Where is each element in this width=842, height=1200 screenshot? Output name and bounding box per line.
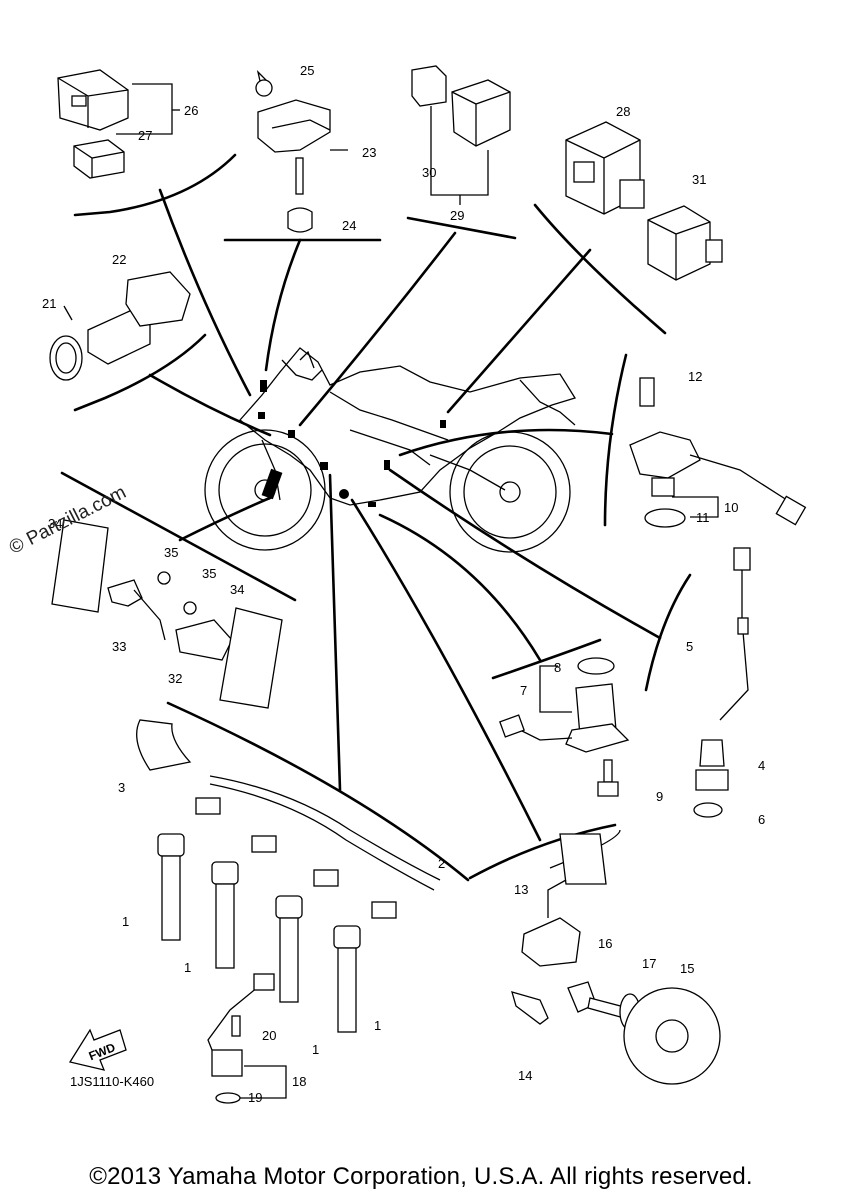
callout[interactable]: 19 (248, 1090, 262, 1105)
part-34-reflector-left[interactable] (51, 519, 109, 613)
part-29-relay[interactable] (411, 65, 511, 205)
part-33-bracket[interactable] (107, 571, 171, 641)
part-14-screw[interactable] (511, 991, 549, 1025)
part-34-reflector-right[interactable] (219, 607, 283, 709)
callout[interactable]: 7 (520, 683, 527, 698)
callout[interactable]: 22 (112, 252, 126, 267)
part-32-bracket[interactable] (175, 601, 233, 661)
callout[interactable]: 34 (230, 582, 244, 597)
callout[interactable]: 10 (724, 500, 738, 515)
callout[interactable]: 23 (362, 145, 376, 160)
callout[interactable]: 15 (680, 961, 694, 976)
callout[interactable]: 1 (184, 960, 191, 975)
callout[interactable]: 3 (118, 780, 125, 795)
part-13-pickup[interactable] (521, 829, 621, 967)
callout[interactable]: 18 (292, 1074, 306, 1089)
part-5-temp-sensor[interactable] (693, 547, 751, 818)
part-7-oil-sensor[interactable] (499, 657, 630, 797)
callout[interactable]: 34 (48, 516, 62, 531)
leader-lines (148, 188, 662, 842)
callout[interactable]: 13 (514, 882, 528, 897)
fwd-arrow-icon: FWD (68, 1028, 127, 1071)
catalog-code: 1JS1110-K460 (70, 1074, 155, 1089)
callout[interactable]: 29 (450, 208, 464, 223)
callout[interactable]: 20 (262, 1028, 276, 1043)
callout[interactable]: 17 (642, 956, 656, 971)
callout[interactable]: 8 (554, 660, 561, 675)
callout[interactable]: 31 (692, 172, 706, 187)
part-31-relay-unit[interactable] (647, 205, 723, 281)
callout[interactable]: 12 (688, 369, 702, 384)
callout[interactable]: 2 (438, 856, 445, 871)
callout[interactable]: 5 (686, 639, 693, 654)
callout[interactable]: 1 (374, 1018, 381, 1033)
part-22-neutral-switch[interactable] (49, 271, 191, 381)
callout[interactable]: 27 (138, 128, 152, 143)
callout[interactable]: 30 (422, 165, 436, 180)
callout[interactable]: 28 (616, 104, 630, 119)
part-15-sprocket[interactable] (623, 987, 721, 1085)
callout[interactable]: 4 (758, 758, 765, 773)
callout[interactable]: 24 (342, 218, 356, 233)
part-2-wire-harness[interactable] (195, 775, 441, 919)
callout[interactable]: 9 (656, 789, 663, 804)
callout[interactable]: 25 (300, 63, 314, 78)
part-1-ignition-coils[interactable] (157, 833, 361, 1033)
part-3-clamp[interactable] (136, 719, 192, 771)
part-28-ecu[interactable] (565, 121, 645, 215)
part-23-pressure-sensor[interactable] (255, 69, 348, 233)
part-10-speed-sensor[interactable] (629, 377, 807, 528)
callout[interactable]: 35 (164, 545, 178, 560)
callout-numbers: 1 1 1 1 2 3 4 5 6 7 8 9 10 11 12 13 14 1… (42, 63, 765, 1105)
part-18-crank-sensor[interactable] (207, 973, 287, 1104)
callout[interactable]: 35 (202, 566, 216, 581)
callout[interactable]: 6 (758, 812, 765, 827)
callout[interactable]: 26 (184, 103, 198, 118)
callout[interactable]: 1 (122, 914, 129, 929)
group-outlines (60, 153, 692, 882)
callout[interactable]: 11 (696, 510, 710, 525)
callout[interactable]: 21 (42, 296, 56, 311)
callout[interactable]: 33 (112, 639, 126, 654)
callout[interactable]: 16 (598, 936, 612, 951)
callout[interactable]: 14 (518, 1068, 532, 1083)
callout[interactable]: 32 (168, 671, 182, 686)
part-16-bolt[interactable] (567, 981, 629, 1019)
callout[interactable]: 1 (312, 1042, 319, 1057)
copyright-notice: ©2013 Yamaha Motor Corporation, U.S.A. A… (89, 1163, 753, 1190)
part-26-connector[interactable] (57, 69, 180, 179)
motorcycle-illustration (204, 347, 577, 553)
